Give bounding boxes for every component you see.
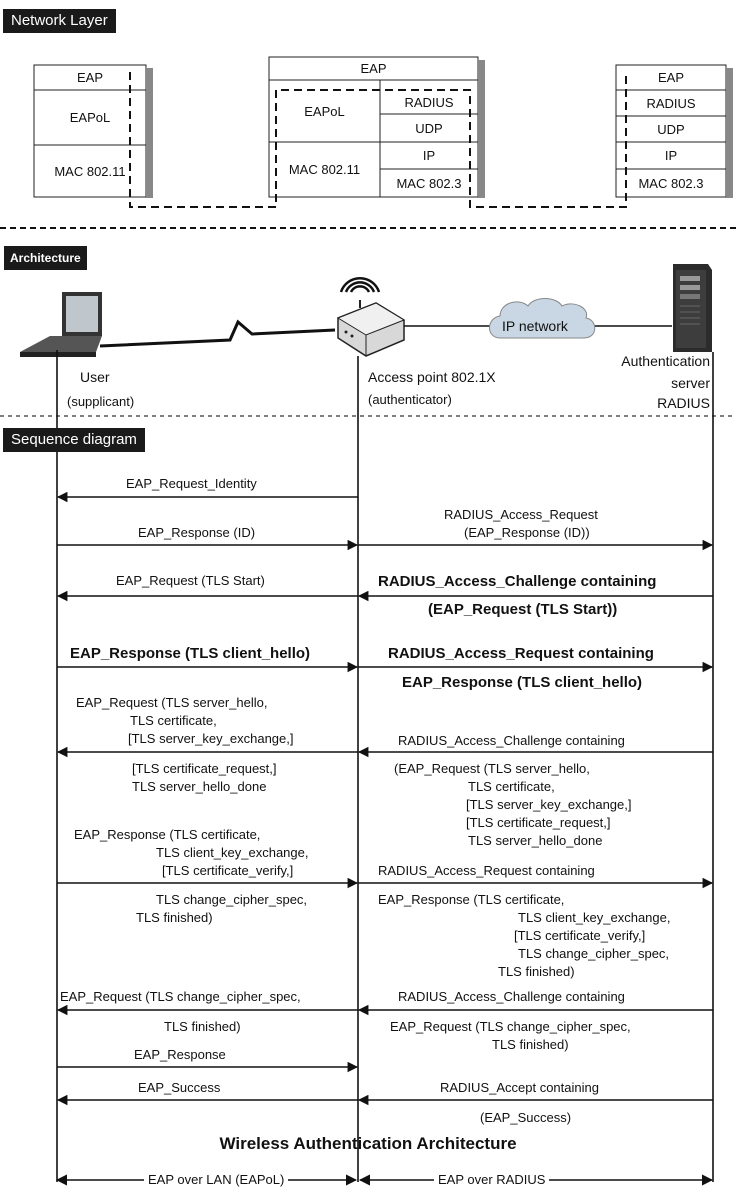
- msg-left: [TLS server_key_exchange,]: [128, 731, 294, 746]
- msg-left: [TLS certificate_request,]: [132, 761, 277, 776]
- node-server-label-3: RADIUS: [657, 395, 710, 411]
- msg-right: RADIUS_Accept containing: [440, 1080, 599, 1095]
- stack-label: UDP: [415, 120, 443, 136]
- msg-left: TLS change_cipher_spec,: [156, 892, 308, 907]
- msg-right: (EAP_Response (ID)): [464, 525, 590, 540]
- node-user-label: User: [80, 369, 110, 385]
- stack-label: RADIUS: [404, 94, 454, 110]
- msg-left: EAP_Request (TLS change_cipher_spec,: [60, 989, 301, 1004]
- msg-left: [TLS certificate_verify,]: [162, 863, 294, 878]
- msg-right: RADIUS_Access_Request containing: [388, 645, 654, 662]
- msg-right: RADIUS_Access_Challenge containing: [378, 573, 657, 590]
- msg-right: TLS change_cipher_spec,: [518, 946, 670, 961]
- stack-label: IP: [422, 148, 436, 163]
- stack-label: RADIUS: [646, 95, 696, 111]
- msg-left: EAP_Response (TLS certificate,: [74, 827, 261, 842]
- msg-left: TLS finished): [164, 1019, 241, 1034]
- msg-left: EAP_Response (TLS client_hello): [70, 645, 311, 662]
- msg-right: TLS client_key_exchange,: [518, 910, 671, 925]
- msg-left: EAP_Response: [134, 1047, 226, 1062]
- ap-protocol-stack: [268, 56, 485, 198]
- msg-right: (EAP_Request (TLS Start)): [428, 601, 618, 618]
- msg-right: TLS server_hello_done: [468, 833, 603, 848]
- access-point-icon: [336, 300, 406, 357]
- node-server-label-2: server: [671, 375, 710, 391]
- msg-right: EAP_Response (TLS certificate,: [378, 892, 565, 907]
- msg-right: RADIUS_Access_Challenge containing: [398, 989, 625, 1004]
- msg-left: EAP_Request (TLS Start): [116, 573, 265, 588]
- msg-right: EAP_Request (TLS change_cipher_spec,: [390, 1019, 631, 1034]
- msg-right: RADIUS_Access_Request containing: [378, 863, 595, 878]
- node-ap-label: Access point 802.1X: [368, 369, 496, 385]
- stack-label: MAC 802.11: [54, 163, 126, 179]
- signal-waves-icon: [339, 277, 381, 293]
- supplicant-protocol-stack: [33, 64, 153, 198]
- node-server-label-1: Authentication: [621, 353, 710, 369]
- cloud-label: IP network: [502, 318, 568, 334]
- stack-label: EAP: [76, 70, 103, 85]
- stack-label: IP: [664, 148, 678, 163]
- section-title-architecture: Architecture: [4, 246, 87, 270]
- msg-right: TLS finished): [492, 1037, 569, 1052]
- msg-right: TLS finished): [498, 964, 575, 979]
- msg-left: TLS client_key_exchange,: [156, 845, 309, 860]
- server-tower-icon: [673, 264, 712, 352]
- msg-left: EAP_Response (ID): [138, 525, 256, 540]
- stack-label: MAC 802.11: [288, 162, 361, 177]
- msg-left: TLS finished): [136, 910, 213, 925]
- msg-left: TLS server_hello_done: [132, 779, 267, 794]
- stack-label: EAPoL: [304, 103, 345, 119]
- stack-label: EAP: [657, 70, 684, 85]
- section-title-network-layer: Network Layer: [3, 9, 116, 33]
- msg-left: EAP_Request (TLS server_hello,: [76, 695, 268, 710]
- diagram-title: Wireless Authentication Architecture: [219, 1134, 517, 1153]
- stack-label: MAC 802.3: [638, 175, 704, 191]
- stack-label: MAC 802.3: [396, 175, 462, 191]
- msg-left: EAP_Request_Identity: [126, 476, 257, 491]
- msg-right: (EAP_Success): [480, 1110, 572, 1125]
- msg-right: (EAP_Request (TLS server_hello,: [394, 761, 590, 776]
- msg-right: RADIUS_Access_Request: [444, 507, 598, 522]
- msg-right: [TLS server_key_exchange,]: [466, 797, 632, 812]
- section-title-sequence-diagram: Sequence diagram: [3, 428, 145, 452]
- server-protocol-stack: [615, 64, 733, 198]
- stack-label: EAPoL: [69, 110, 111, 125]
- laptop-icon: [20, 292, 102, 357]
- msg-right: RADIUS_Access_Challenge containing: [398, 733, 625, 748]
- msg-left: EAP_Success: [138, 1080, 221, 1095]
- protocol-path: [129, 72, 627, 208]
- span-label-eapol: EAP over LAN (EAPoL): [144, 1170, 289, 1189]
- msg-right: EAP_Response (TLS client_hello): [402, 674, 643, 691]
- span-label-radius: EAP over RADIUS: [434, 1170, 550, 1189]
- stack-label: EAP: [360, 61, 387, 76]
- stack-label: UDP: [657, 121, 685, 137]
- wireless-link: [99, 319, 336, 348]
- msg-right: [TLS certificate_request,]: [466, 815, 611, 830]
- node-ap-role: (authenticator): [368, 392, 452, 407]
- node-user-role: (supplicant): [67, 394, 135, 409]
- msg-right: [TLS certificate_verify,]: [514, 928, 646, 943]
- msg-left: TLS certificate,: [130, 713, 217, 728]
- msg-right: TLS certificate,: [468, 779, 555, 794]
- ip-network-cloud-icon: [489, 298, 596, 339]
